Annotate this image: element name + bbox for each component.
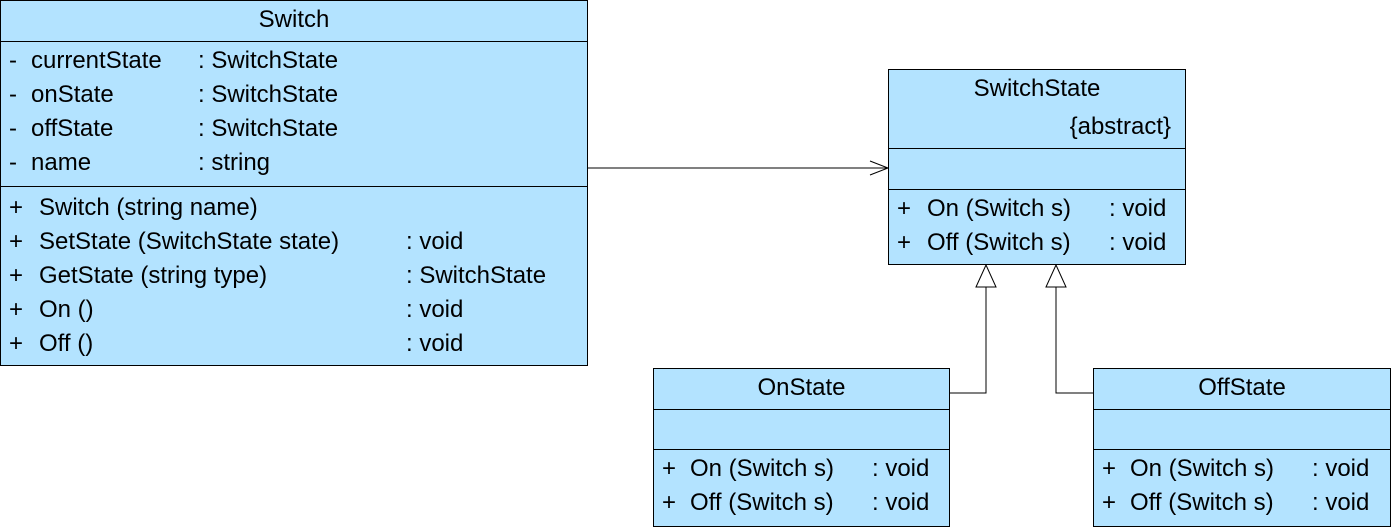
- attribute-name: name: [31, 149, 92, 176]
- operations-compartment: + On (Switch s) : void + Off (Switch s) …: [889, 189, 1185, 260]
- visibility: -: [9, 149, 17, 176]
- generalization-line-onstate: [949, 287, 987, 394]
- operation-row: + Switch (string name): [1, 191, 587, 225]
- operation-name: On (Switch s): [1130, 455, 1275, 482]
- visibility: +: [662, 489, 677, 516]
- visibility: +: [897, 229, 912, 256]
- attribute-type: : SwitchState: [198, 47, 339, 74]
- operation-row: + SetState (SwitchState state) : void: [1, 225, 587, 259]
- name-compartment: SwitchState {abstract}: [889, 70, 1185, 148]
- operation-type: : void: [406, 330, 464, 357]
- operation-type: : void: [872, 489, 930, 516]
- attribute-row: - name : string: [1, 146, 587, 180]
- class-onstate: OnState + On (Switch s) : void + Off (Sw…: [653, 368, 950, 527]
- generalization-line-offstate: [1055, 287, 1094, 394]
- class-offstate: OffState + On (Switch s) : void + Off (S…: [1093, 368, 1391, 527]
- visibility: -: [9, 47, 17, 74]
- operation-name: Off (Switch s): [1130, 489, 1274, 516]
- class-name: OnState: [757, 374, 846, 401]
- operation-name: On (): [39, 296, 94, 323]
- attribute-type: : string: [198, 149, 271, 176]
- visibility: +: [1102, 455, 1117, 482]
- operation-type: : void: [406, 228, 464, 255]
- class-stereotype: {abstract}: [1069, 113, 1171, 140]
- operation-row: + On (Switch s) : void: [1094, 452, 1390, 486]
- operations-compartment: + Switch (string name) + SetState (Switc…: [1, 186, 587, 361]
- attribute-row: - onState : SwitchState: [1, 78, 587, 112]
- operations-compartment: + On (Switch s) : void + Off (Switch s) …: [1094, 449, 1390, 520]
- operation-row: + On () : void: [1, 293, 587, 327]
- operation-name: Off (): [39, 330, 94, 357]
- operation-name: GetState (string type): [39, 262, 268, 289]
- operation-type: : void: [406, 296, 464, 323]
- operation-row: + Off (Switch s) : void: [654, 486, 949, 520]
- operations-compartment: + On (Switch s) : void + Off (Switch s) …: [654, 449, 949, 520]
- attribute-name: currentState: [31, 47, 162, 74]
- class-name: OffState: [1198, 374, 1286, 401]
- attribute-row: - offState : SwitchState: [1, 112, 587, 146]
- visibility: +: [662, 455, 677, 482]
- attribute-row: - currentState : SwitchState: [1, 44, 587, 78]
- visibility: -: [9, 81, 17, 108]
- operation-type: : void: [1109, 195, 1167, 222]
- operation-row: + Off () : void: [1, 327, 587, 361]
- visibility: +: [9, 262, 24, 289]
- visibility: +: [9, 194, 24, 221]
- operation-row: + Off (Switch s) : void: [889, 226, 1185, 260]
- operation-type: : SwitchState: [406, 262, 547, 289]
- visibility: +: [9, 330, 24, 357]
- attributes-compartment: [1094, 409, 1390, 449]
- visibility: +: [9, 228, 24, 255]
- operation-row: + Off (Switch s) : void: [1094, 486, 1390, 520]
- attribute-name: onState: [31, 81, 114, 108]
- operation-type: : void: [872, 455, 930, 482]
- operation-row: + On (Switch s) : void: [654, 452, 949, 486]
- operation-row: + GetState (string type) : SwitchState: [1, 259, 587, 293]
- attribute-type: : SwitchState: [198, 115, 339, 142]
- attribute-name: offState: [31, 115, 114, 142]
- visibility: -: [9, 115, 17, 142]
- operation-name: SetState (SwitchState state): [39, 228, 340, 255]
- visibility: +: [9, 296, 24, 323]
- operation-name: Switch (string name): [39, 194, 258, 221]
- operation-row: + On (Switch s) : void: [889, 192, 1185, 226]
- operation-name: Off (Switch s): [927, 229, 1071, 256]
- visibility: +: [897, 195, 912, 222]
- attributes-compartment: [889, 148, 1185, 189]
- class-name: SwitchState: [973, 75, 1101, 102]
- attribute-type: : SwitchState: [198, 81, 339, 108]
- visibility: +: [1102, 489, 1117, 516]
- class-switch: Switch - currentState : SwitchState - on…: [0, 0, 588, 366]
- class-name: Switch: [258, 6, 330, 33]
- operation-type: : void: [1312, 455, 1370, 482]
- generalization-triangle-offstate: [1045, 263, 1067, 288]
- operation-type: : void: [1312, 489, 1370, 516]
- class-switchstate: SwitchState {abstract} + On (Switch s) :…: [888, 69, 1186, 265]
- attributes-compartment: [654, 409, 949, 449]
- generalization-triangle-onstate: [975, 263, 997, 288]
- operation-name: On (Switch s): [690, 455, 835, 482]
- operation-name: Off (Switch s): [690, 489, 834, 516]
- attributes-compartment: - currentState : SwitchState - onState :…: [1, 41, 587, 186]
- operation-type: : void: [1109, 229, 1167, 256]
- operation-name: On (Switch s): [927, 195, 1072, 222]
